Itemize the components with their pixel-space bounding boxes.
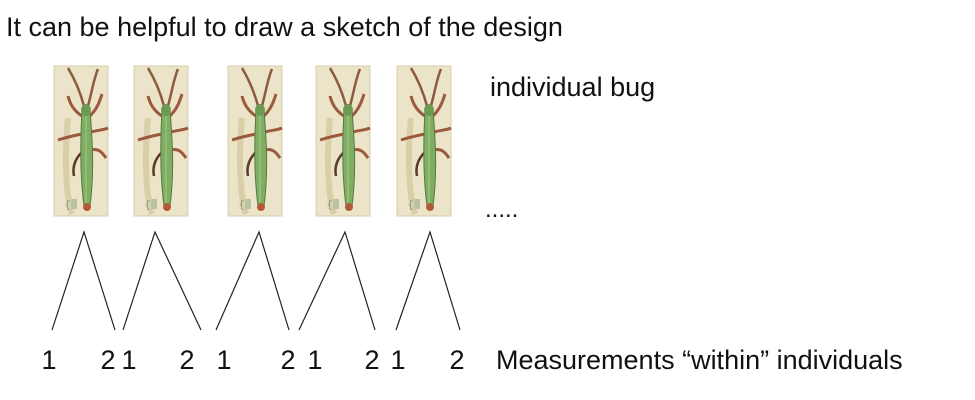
measurement-1-bug-5: 1	[390, 345, 406, 375]
bug-photo-2	[134, 66, 188, 216]
measurement-1-bug-1: 1	[41, 345, 57, 375]
branch-bug-1	[51, 230, 116, 331]
measurement-2-bug-2: 2	[179, 345, 195, 375]
measurement-1-bug-3: 1	[216, 345, 232, 375]
bug-photo-1	[54, 66, 108, 216]
slide-heading: It can be helpful to draw a sketch of th…	[6, 12, 563, 42]
branch-bug-4	[298, 230, 376, 331]
measurement-2-bug-5: 2	[449, 345, 465, 375]
bug-photo-3	[228, 66, 282, 216]
measurement-2-bug-3: 2	[280, 345, 296, 375]
branch-lines	[51, 230, 461, 331]
bug-photo-5	[397, 66, 451, 216]
measurements-label: Measurements “within” individuals	[496, 345, 903, 375]
measurement-1-bug-2: 1	[121, 345, 137, 375]
branch-bug-5	[395, 230, 461, 331]
branch-bug-3	[215, 230, 290, 331]
measurement-2-bug-4: 2	[364, 345, 380, 375]
individual-bug-label: individual bug	[490, 72, 656, 102]
branch-bug-2	[122, 230, 202, 331]
continuation-ellipsis: .....	[485, 196, 519, 223]
measurement-1-bug-4: 1	[307, 345, 323, 375]
measurement-2-bug-1: 2	[100, 345, 116, 375]
bug-photo-4	[316, 66, 370, 216]
